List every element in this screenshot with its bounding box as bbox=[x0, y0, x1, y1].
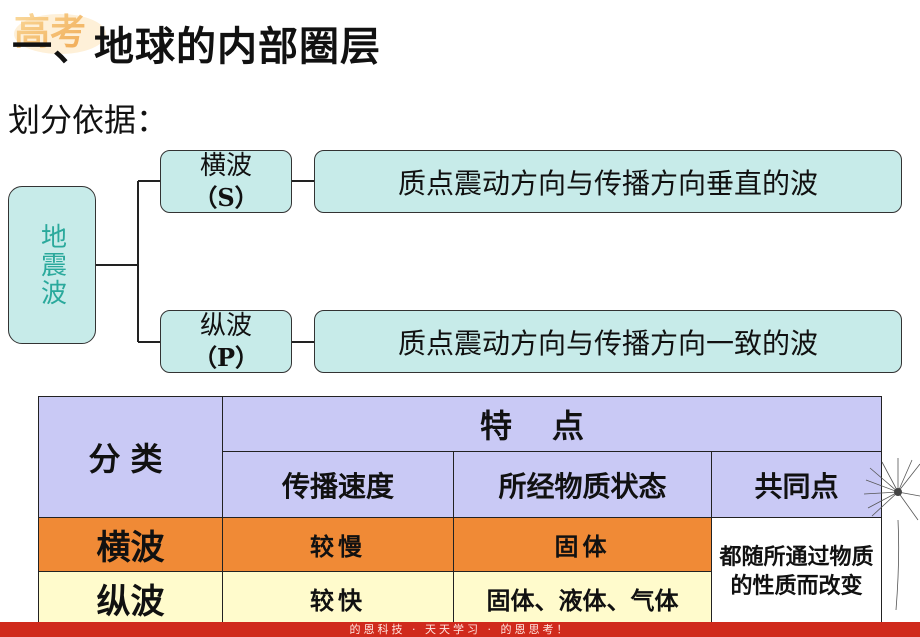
longitudinal-wave-description-box: 质点震动方向与传播方向一致的波 bbox=[314, 310, 902, 373]
longitudinal-wave-name: 纵波 bbox=[199, 310, 252, 341]
row-shear-wave-name: 横波 bbox=[38, 517, 223, 572]
row-shear-wave-state: 固体 bbox=[453, 517, 712, 572]
longitudinal-wave-box: 纵波 （P） bbox=[160, 310, 292, 373]
basis-label: 划分依据： bbox=[8, 101, 169, 139]
shear-wave-code: （S） bbox=[193, 182, 259, 212]
dandelion-decoration bbox=[863, 458, 920, 610]
page-title: 一、地球的内部圈层 bbox=[12, 24, 381, 70]
row-longitudinal-wave-name: 纵波 bbox=[38, 571, 223, 626]
longitudinal-wave-description: 质点震动方向与传播方向一致的波 bbox=[397, 326, 818, 360]
table-row: 纵波 较快 固体、液体、气体 bbox=[38, 571, 882, 626]
shear-wave-box: 横波 （S） bbox=[160, 150, 292, 213]
shear-wave-description: 质点震动方向与传播方向垂直的波 bbox=[397, 166, 818, 200]
table-subheader-row: 传播速度 所经物质状态 共同点 bbox=[39, 451, 882, 518]
table-header-row: 分类 特点 bbox=[38, 396, 882, 518]
seismic-wave-box: 地震波 bbox=[8, 186, 96, 344]
logo: 高考 bbox=[14, 11, 106, 54]
column-header-state: 所经物质状态 bbox=[453, 451, 712, 518]
logo-text: 高考 bbox=[14, 11, 86, 53]
table-row: 横波 较慢 固体 都随所通过物质的性质而改变 bbox=[38, 517, 882, 626]
shear-wave-description-box: 质点震动方向与传播方向垂直的波 bbox=[314, 150, 902, 213]
features-header: 特点 bbox=[222, 396, 882, 452]
shear-wave-name: 横波 bbox=[199, 150, 252, 181]
longitudinal-wave-code: （P） bbox=[192, 342, 260, 372]
footer-bar: 的恩科技 · 天天学习 · 的恩思考！ bbox=[0, 622, 920, 637]
seismic-wave-label: 地震波 bbox=[36, 223, 67, 307]
wave-comparison-table: 分类 特点 传播速度 所经物质状态 共同点 横波 较慢 固体 都随所通过物质的性… bbox=[38, 396, 882, 626]
common-feature: 都随所通过物质的性质而改变 bbox=[711, 517, 882, 626]
row-shear-wave-speed: 较慢 bbox=[222, 517, 454, 572]
row-longitudinal-wave-state: 固体、液体、气体 bbox=[453, 571, 712, 626]
column-header-common: 共同点 bbox=[711, 451, 882, 518]
row-longitudinal-wave-speed: 较快 bbox=[222, 571, 454, 626]
column-header-speed: 传播速度 bbox=[222, 451, 454, 518]
category-header: 分类 bbox=[38, 396, 223, 518]
